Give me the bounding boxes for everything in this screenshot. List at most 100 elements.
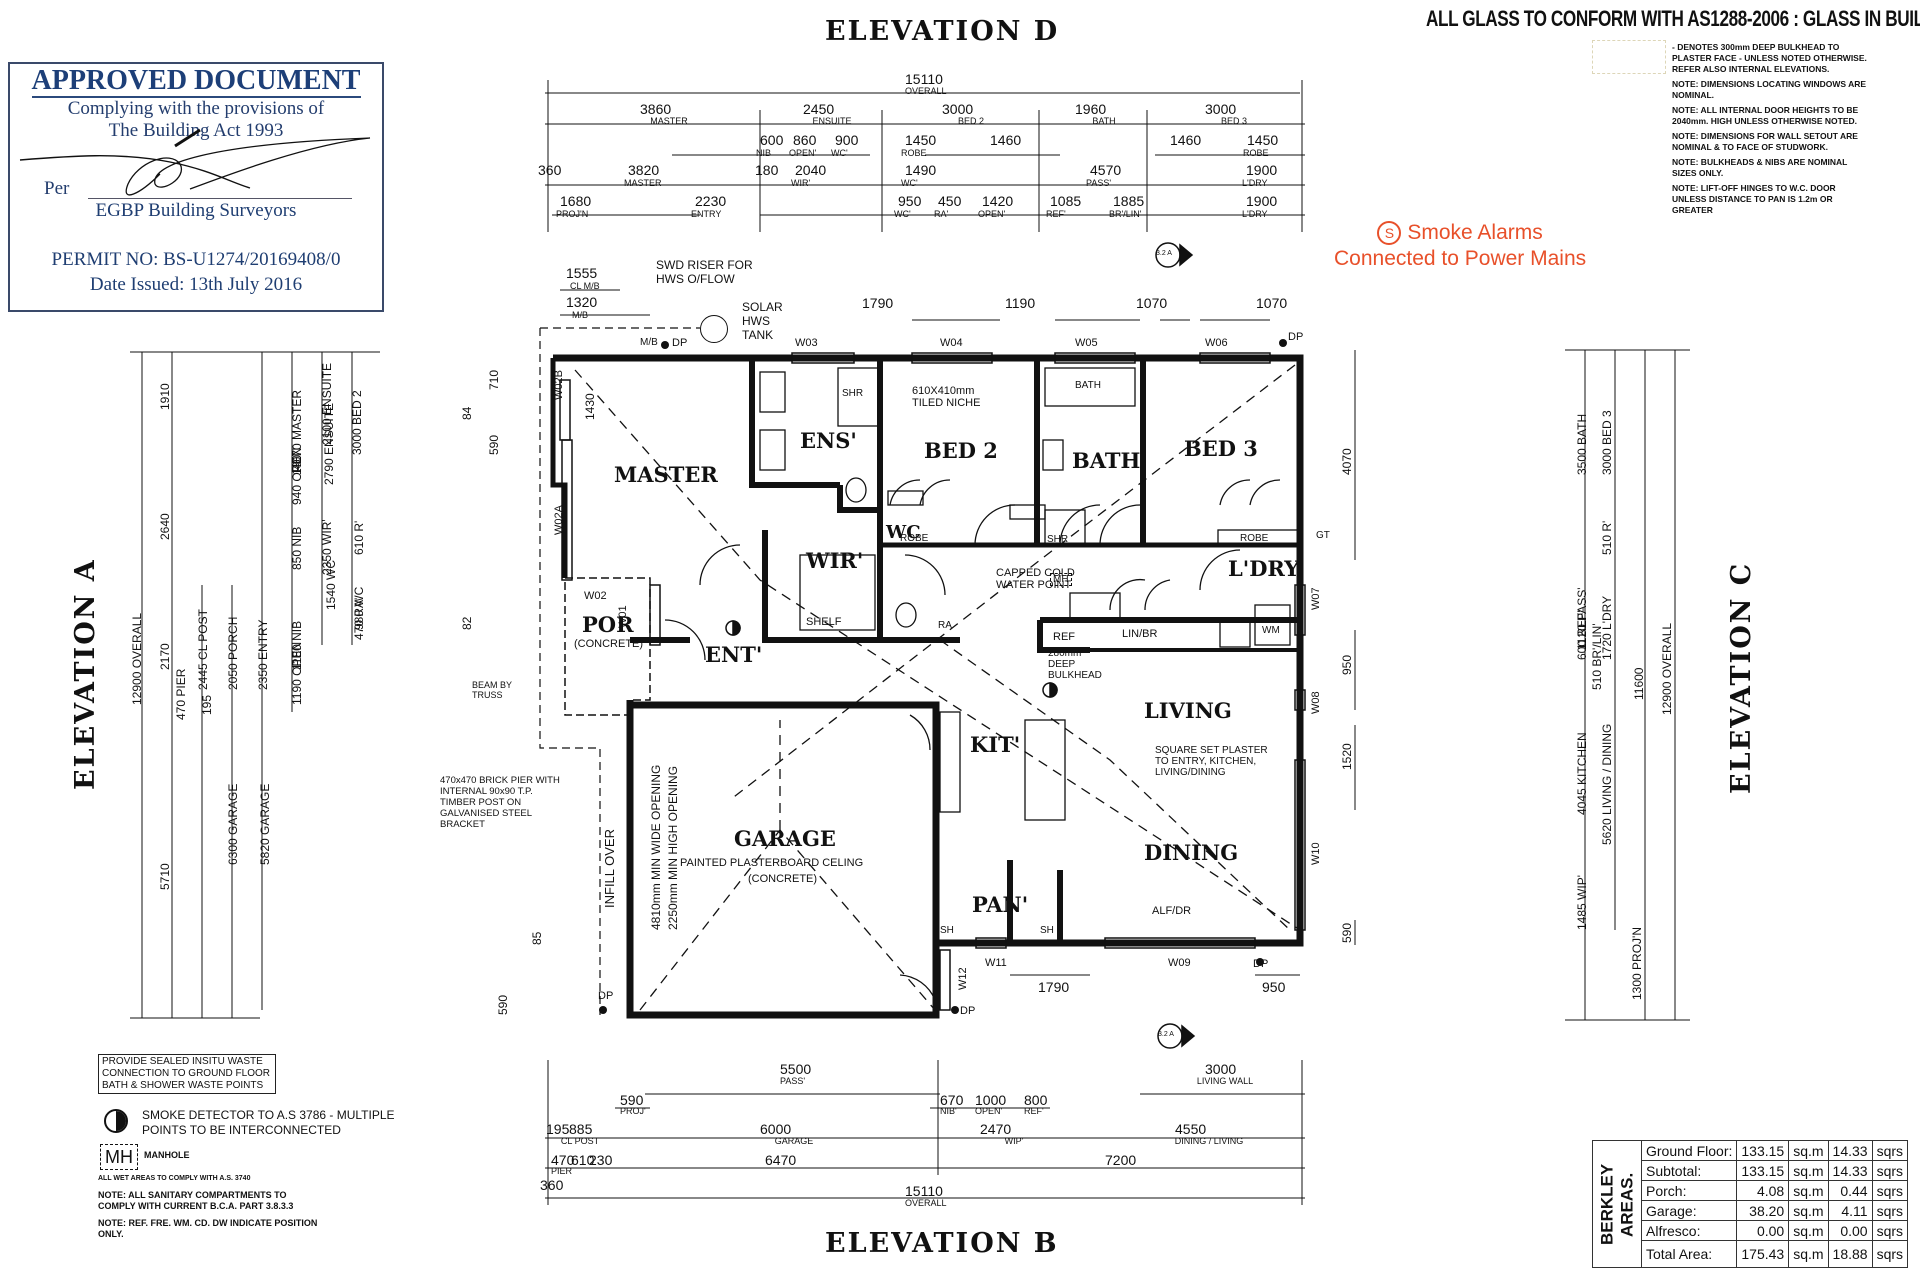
window-label: W05 bbox=[1075, 337, 1098, 349]
label-bulkhead: 280mm DEEP BULKHEAD bbox=[1048, 648, 1102, 681]
dimension-text: 950 bbox=[1340, 654, 1354, 675]
dimension-text: 4070 bbox=[1340, 448, 1354, 475]
dimension-text: 1540 WC bbox=[324, 559, 338, 610]
area-cell-u1: sq.m bbox=[1788, 1180, 1829, 1201]
garage-ceiling-note: PAINTED PLASTERBOARD CELING bbox=[680, 857, 864, 869]
dimension-text: 2050 PORCH bbox=[226, 616, 240, 690]
room-living: LIVING bbox=[1144, 698, 1232, 723]
dimension-text: OVERALL bbox=[905, 1198, 947, 1208]
signature-line bbox=[88, 198, 352, 199]
area-cell-sqm: 4.08 bbox=[1736, 1180, 1790, 1201]
area-cell-sq: 0.44 bbox=[1827, 1180, 1873, 1201]
room-wc: WC bbox=[886, 522, 921, 543]
dimension-text: CL M/B bbox=[570, 281, 600, 291]
dimension-text: 1320 bbox=[566, 294, 598, 310]
room-bath: BATH bbox=[1072, 448, 1141, 473]
dimension-text: 670 bbox=[940, 1092, 964, 1108]
elevation-a-title: ELEVATION A bbox=[70, 558, 101, 790]
dimension-text: 12900 OVERALL bbox=[130, 612, 144, 705]
waste-connection-note: PROVIDE SEALED INSITU WASTE CONNECTION T… bbox=[98, 1054, 276, 1094]
label-shower-ens: SHR bbox=[842, 388, 864, 399]
dimension-text: 6470 bbox=[765, 1152, 797, 1168]
room-kitchen: KIT' bbox=[970, 732, 1021, 757]
dimension-text: 2445 CL POST bbox=[196, 609, 210, 690]
area-cell-sq: 14.33 bbox=[1827, 1160, 1873, 1181]
window-label: W03 bbox=[795, 337, 818, 349]
section-label-top: 3.2 A bbox=[1156, 250, 1172, 257]
dimension-text: 1430 bbox=[583, 393, 597, 420]
dimension-text: 230 bbox=[589, 1152, 613, 1168]
dimension-text: PROJ'N bbox=[556, 209, 589, 219]
area-cell-sqm: 38.20 bbox=[1736, 1200, 1790, 1221]
section-label-bottom: 3.2 A bbox=[1158, 1031, 1174, 1038]
dimension-text: 360 bbox=[538, 162, 562, 178]
dimension-text: 1450 bbox=[905, 132, 937, 148]
room-pantry: PAN' bbox=[972, 892, 1029, 917]
area-cell-label: Total Area: bbox=[1640, 1240, 1738, 1268]
dimension-text: LIVING WALL bbox=[1196, 1076, 1254, 1086]
dimension-text: 2350 ENTRY bbox=[256, 619, 270, 690]
dimension-text: 1450 bbox=[1247, 132, 1279, 148]
dimension-text: ROBE bbox=[1243, 148, 1269, 158]
dimension-text: 1790 bbox=[1038, 979, 1070, 995]
note-wall-setout: NOTE: DIMENSIONS FOR WALL SETOUT ARE NOM… bbox=[1672, 131, 1858, 152]
dimension-text: 1000 bbox=[975, 1092, 1007, 1108]
dimension-text: 84 bbox=[460, 406, 474, 420]
dimension-text: 2170 bbox=[158, 643, 172, 670]
label-tiled-niche: 610X410mm TILED NICHE bbox=[912, 385, 981, 409]
window-label: W12 bbox=[957, 967, 969, 990]
dimension-text: 2790 ENSUITE bbox=[322, 402, 336, 485]
smoke-detector-plan-icons bbox=[725, 620, 1058, 698]
room-laundry: L'DRY bbox=[1228, 556, 1300, 581]
dimension-text: OPEN' bbox=[975, 1106, 1003, 1116]
label-infill: INFILL OVER bbox=[602, 829, 617, 908]
elevation-c-title: ELEVATION C bbox=[1726, 561, 1757, 794]
label-ref: REF bbox=[1053, 631, 1075, 643]
dimension-text: 1680 bbox=[560, 193, 592, 209]
dimension-text: 7200 bbox=[1105, 1152, 1137, 1168]
dimension-text: 1520 bbox=[1340, 743, 1354, 770]
area-cell-u2: sqrs bbox=[1871, 1160, 1909, 1181]
area-cell-u1: sq.m bbox=[1788, 1200, 1829, 1221]
dimension-text: 900 bbox=[835, 132, 859, 148]
dimension-text: DINING / LIVING bbox=[1174, 1136, 1244, 1146]
label-ra: RA bbox=[938, 620, 952, 631]
dimension-text: 1555 bbox=[566, 265, 598, 281]
area-cell-label: Subtotal: bbox=[1640, 1160, 1738, 1181]
window-label: W02B bbox=[553, 370, 565, 400]
dimension-text: 3000 BED 2 bbox=[350, 390, 364, 455]
dimension-text: 1900 bbox=[1246, 193, 1278, 209]
dimension-text: 590 bbox=[487, 434, 501, 455]
window-label: W04 bbox=[940, 337, 963, 349]
room-ensuite: ENS' bbox=[800, 428, 857, 453]
dimension-text: 4570 bbox=[1090, 162, 1122, 178]
stamp-org: EGBP Building Surveyors bbox=[95, 200, 297, 221]
dimension-text: 710 bbox=[487, 369, 501, 390]
dimension-text: 860 bbox=[793, 132, 817, 148]
room-dining: DINING bbox=[1144, 840, 1239, 865]
dimension-text: 15110 bbox=[905, 71, 943, 87]
dimension-text: MASTER bbox=[624, 178, 662, 188]
label-bathtub: BATH bbox=[1075, 380, 1101, 391]
general-notes: - DENOTES 300mm DEEP BULKHEAD TO PLASTER… bbox=[1672, 42, 1872, 220]
smoke-detector-note: SMOKE DETECTOR TO A.S 3786 - MULTIPLE PO… bbox=[142, 1108, 395, 1137]
bulkhead-legend-swatch bbox=[1592, 40, 1666, 74]
dimension-text: 3000 bbox=[942, 101, 974, 117]
label-beam: BEAM BY TRUSS bbox=[472, 680, 512, 700]
dimension-text: 4045 KITCHEN bbox=[1575, 732, 1589, 815]
dimension-text: 15110 bbox=[905, 1183, 943, 1199]
dimension-text: M/B bbox=[572, 310, 589, 320]
dimension-text: 5620 LIVING / DINING bbox=[1600, 723, 1614, 845]
stamp-permit: PERMIT NO: BS-U1274/20169408/0 bbox=[51, 249, 341, 270]
window-label: W02A bbox=[553, 505, 565, 535]
label-shower-bath: SHR bbox=[1047, 534, 1069, 545]
dimension-text: 12900 OVERALL bbox=[1660, 622, 1674, 715]
label-robe-bed3: ROBE bbox=[1240, 533, 1269, 544]
downpipe-label: DP bbox=[1253, 958, 1269, 970]
dimension-text: BR'/LIN' bbox=[1109, 209, 1142, 219]
dimension-text: 2230 bbox=[695, 193, 727, 209]
